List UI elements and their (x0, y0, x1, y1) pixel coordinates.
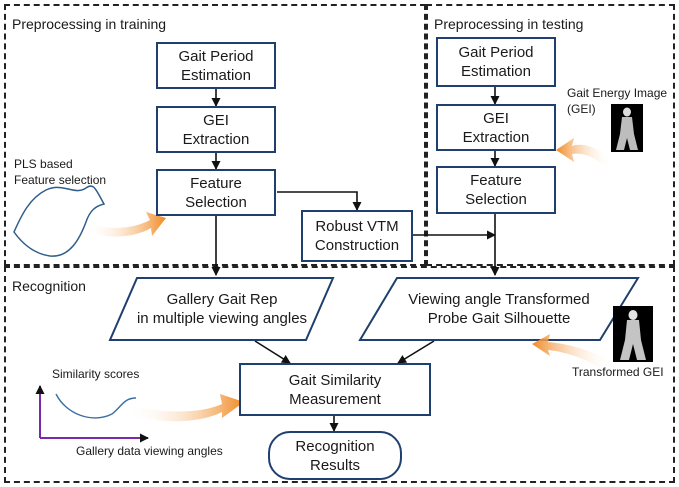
recognition-panel: Recognition (4, 266, 675, 483)
orange-arrow-gei (556, 138, 612, 168)
transformed-silhouette-body (620, 320, 646, 360)
gallery-gait-rep-label: Gallery Gait Rep in multiple viewing ang… (136, 291, 308, 327)
similarity-scores-label: Similarity scores (52, 367, 140, 381)
orange-arrow-pls (84, 212, 166, 237)
orange-arrow-similarity (128, 394, 244, 422)
test-feature-selection-box: Feature Selection (436, 166, 556, 214)
train-feature-selection-box: Feature Selection (156, 169, 276, 216)
gallery-shape (108, 277, 335, 341)
gei-silhouette-body (616, 117, 638, 150)
gei-image-annotation: Gait Energy Image (GEI) (567, 86, 668, 116)
gei-silhouette-head (623, 107, 631, 117)
pls-curve-icon (13, 185, 106, 257)
testing-panel-title: Preprocessing in testing (434, 16, 584, 32)
recognition-panel-title: Recognition (12, 278, 86, 294)
arrow-probe-similarity (397, 340, 435, 364)
transformed-gei-annotation: Transformed GEI (572, 365, 664, 379)
test-gei-extraction-box: GEI Extraction (436, 104, 556, 151)
training-panel: Preprocessing in training (4, 4, 426, 266)
pls-annotation: PLS based Feature selection (14, 157, 107, 187)
test-gait-period-box: Gait Period Estimation (436, 37, 556, 87)
probe-shape (358, 277, 640, 341)
robust-vtm-box: Robust VTM Construction (301, 210, 413, 262)
arrow-feature-vtm (277, 191, 362, 211)
recognition-results-box: Recognition Results (268, 431, 402, 480)
transformed-silhouette-head (628, 310, 638, 320)
orange-arrow-transformed (532, 334, 612, 370)
train-gait-period-box: Gait Period Estimation (156, 42, 276, 89)
gait-similarity-box: Gait Similarity Measurement (239, 363, 431, 416)
training-panel-title: Preprocessing in training (12, 16, 167, 32)
probe-gait-silhouette-label: Viewing angle Transformed Probe Gait Sil… (408, 291, 590, 327)
gallery-angles-label: Gallery data viewing angles (76, 444, 223, 458)
train-gei-extraction-box: GEI Extraction (156, 106, 276, 153)
similarity-curve (55, 393, 137, 419)
arrow-gallery-similarity (254, 340, 291, 364)
testing-panel: Preprocessing in testing (426, 4, 675, 266)
